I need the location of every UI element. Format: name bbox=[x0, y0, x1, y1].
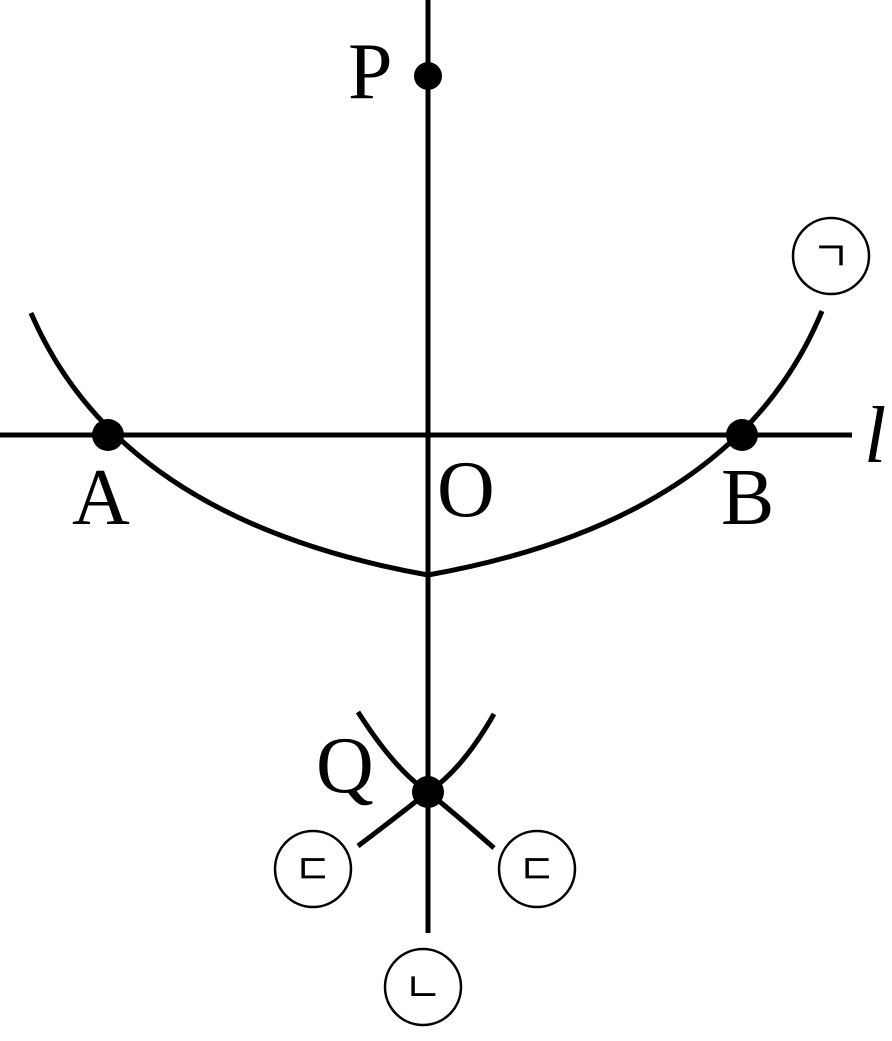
point-b bbox=[726, 419, 758, 451]
point-p bbox=[414, 62, 442, 90]
mark-arc-main: ㄱ bbox=[791, 216, 871, 296]
label-a: A bbox=[72, 454, 130, 542]
mark-arc-left: ㄷ bbox=[273, 829, 353, 909]
label-p: P bbox=[348, 28, 393, 116]
label-q: Q bbox=[316, 722, 374, 810]
mark-arc-right-text: ㄷ bbox=[518, 845, 557, 894]
label-b: B bbox=[721, 454, 774, 542]
mark-perpendicular-text: ㄴ bbox=[404, 963, 443, 1012]
mark-arc-right: ㄷ bbox=[497, 829, 577, 909]
label-o: O bbox=[437, 446, 495, 534]
point-a bbox=[92, 419, 124, 451]
mark-arc-left-text: ㄷ bbox=[294, 845, 333, 894]
label-line-l: l bbox=[864, 392, 886, 480]
mark-perpendicular: ㄴ bbox=[383, 947, 463, 1027]
mark-arc-main-text: ㄱ bbox=[812, 232, 851, 281]
point-q bbox=[412, 776, 444, 808]
